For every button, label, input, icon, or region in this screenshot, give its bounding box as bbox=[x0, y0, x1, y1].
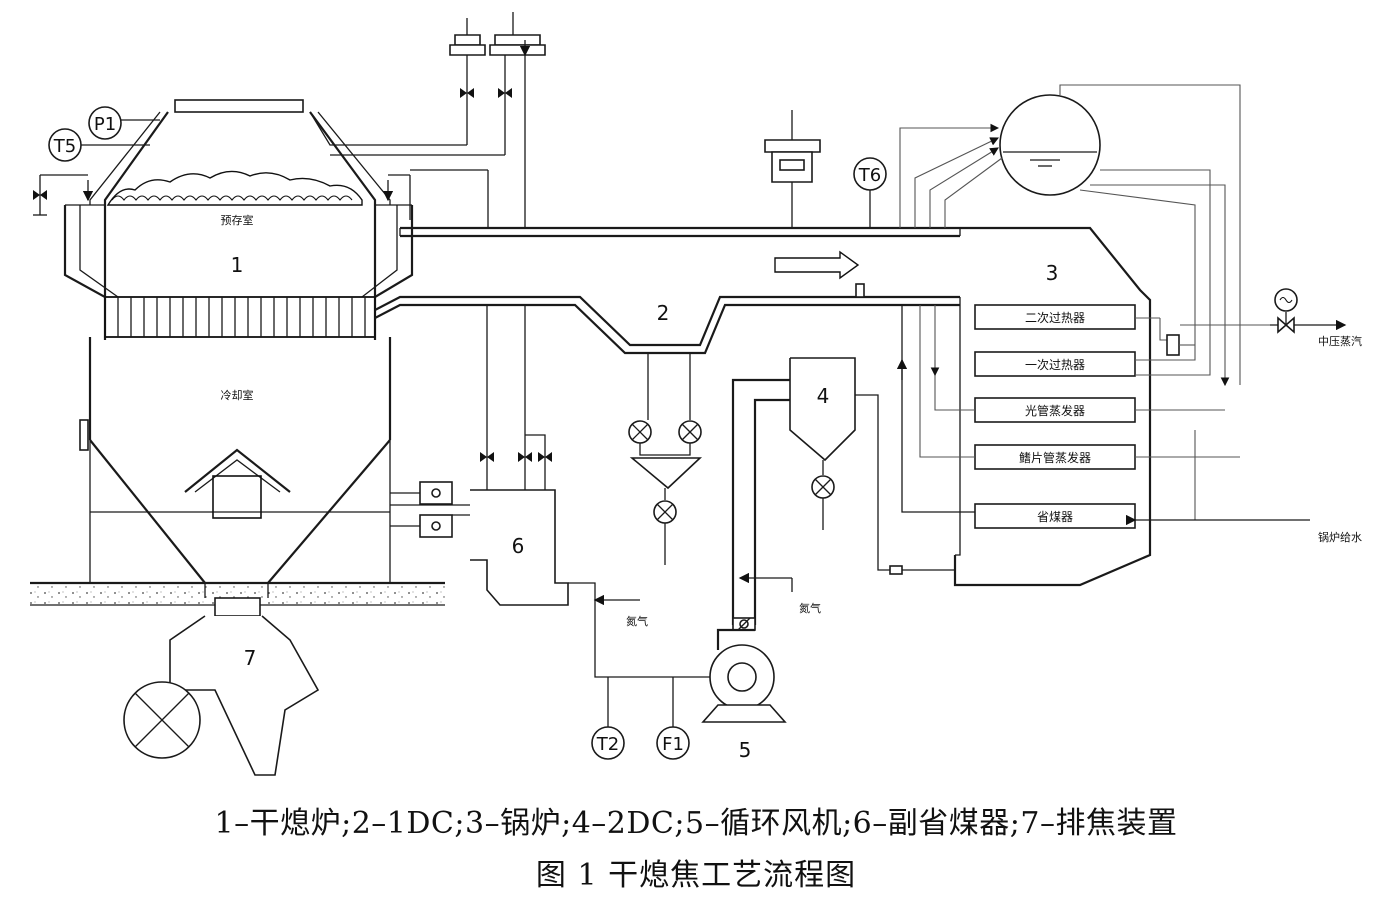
primary-dust-catcher: 2 bbox=[628, 301, 703, 565]
circulating-fan: 5 氮气 bbox=[701, 572, 821, 762]
svg-text:P1: P1 bbox=[94, 114, 116, 135]
instrument-t2: T2 bbox=[591, 677, 625, 760]
instrument-f1: F1 bbox=[656, 677, 690, 760]
pre-chamber-label: 预存室 bbox=[221, 213, 254, 227]
boiler: 3 bbox=[953, 226, 1152, 587]
figure-legend: 1–干熄炉;2–1DC;3–锅炉;4–2DC;5–循环风机;6–副省煤器;7–排… bbox=[214, 806, 1178, 841]
figure-title: 图 1 干熄焦工艺流程图 bbox=[535, 858, 857, 893]
svg-text:F1: F1 bbox=[662, 734, 684, 755]
label-4: 4 bbox=[817, 384, 830, 408]
primary-superheater: 一次过热器 bbox=[1025, 358, 1085, 372]
svg-text:T5: T5 bbox=[53, 136, 76, 157]
cdq-furnace bbox=[40, 99, 414, 617]
label-1: 1 bbox=[231, 253, 244, 277]
finned-tube-evaporator: 鳍片管蒸发器 bbox=[1019, 450, 1091, 465]
instrument-t5: T5 bbox=[48, 128, 150, 162]
boiler-feedwater-label: 锅炉给水 bbox=[1318, 531, 1362, 544]
instrument-p1: P1 bbox=[88, 106, 160, 140]
medium-pressure-steam-label: 中压蒸汽 bbox=[1318, 334, 1362, 348]
label-6: 6 bbox=[512, 534, 525, 558]
secondary-dust-catcher: 4 bbox=[731, 357, 955, 625]
cooling-chamber-label: 冷却室 bbox=[221, 388, 254, 402]
nitrogen-label-1: 氮气 bbox=[626, 614, 648, 628]
label-5: 5 bbox=[739, 738, 752, 762]
boiler-piping bbox=[896, 84, 1310, 526]
instrument-t6: T6 bbox=[853, 157, 887, 228]
secondary-superheater: 二次过热器 bbox=[1025, 311, 1085, 325]
auxiliary-economizer: 6 氮气 bbox=[390, 305, 710, 678]
boiler-sections: 二次过热器 一次过热器 光管蒸发器 鳍片管蒸发器 省煤器 bbox=[974, 304, 1136, 529]
economizer: 省煤器 bbox=[1037, 510, 1073, 524]
label-2: 2 bbox=[657, 301, 670, 325]
top-relief-valves bbox=[309, 12, 546, 228]
hot-gas-duct bbox=[374, 226, 960, 355]
bare-tube-evaporator: 光管蒸发器 bbox=[1025, 403, 1085, 418]
coke-discharge-device: 7 bbox=[123, 615, 320, 776]
steam-drum bbox=[999, 94, 1101, 196]
steam-outlet: 中压蒸汽 锅炉给水 bbox=[1270, 288, 1362, 544]
label-7: 7 bbox=[244, 646, 257, 670]
svg-text:T2: T2 bbox=[596, 734, 619, 755]
label-3: 3 bbox=[1046, 261, 1059, 285]
left-vent-valve bbox=[33, 175, 47, 216]
duct-relief-valve bbox=[764, 110, 821, 228]
nitrogen-label-2: 氮气 bbox=[799, 601, 821, 615]
svg-text:T6: T6 bbox=[858, 165, 881, 186]
